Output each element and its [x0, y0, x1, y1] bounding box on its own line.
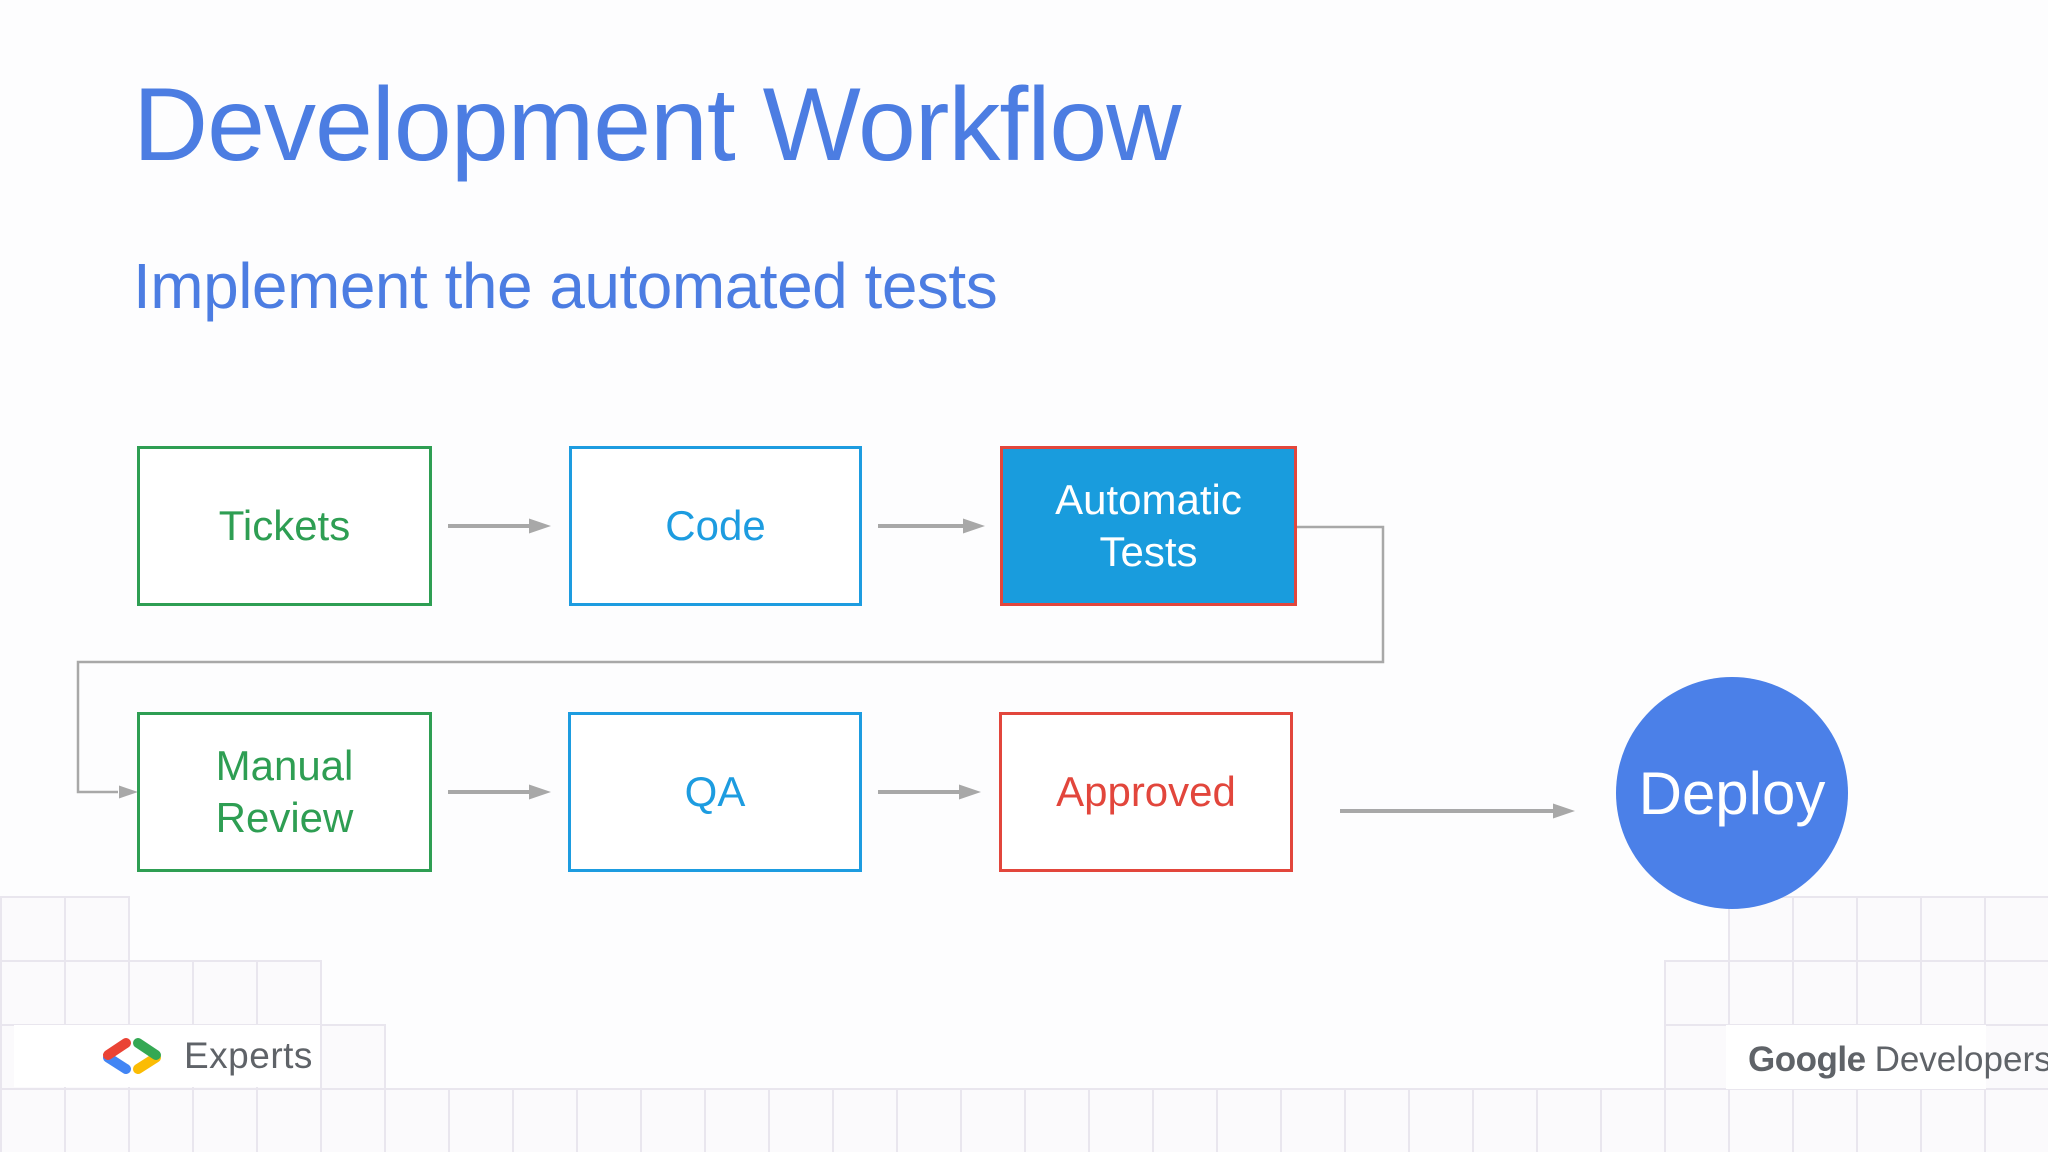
flow-node-code: Code	[569, 446, 862, 606]
node-label: Code	[665, 501, 766, 549]
node-label: Deploy	[1638, 759, 1826, 827]
page-title: Development Workflow	[133, 67, 1181, 183]
page-subtitle: Implement the automated tests	[133, 250, 998, 322]
gde-chevrons-icon	[103, 1038, 161, 1074]
node-label: Automatic Tests	[1055, 475, 1242, 576]
flow-node-qa: QA	[568, 712, 862, 872]
footer-strip-right	[1726, 1025, 1986, 1089]
node-label: Tickets	[218, 501, 351, 549]
grid-pattern-bottom-band	[0, 1088, 2048, 1152]
flow-node-automatic-tests: Automatic Tests	[1000, 446, 1297, 606]
brand-google: Google	[1748, 1040, 1866, 1079]
flow-node-manual-review: Manual Review	[137, 712, 432, 872]
flow-node-deploy: Deploy	[1616, 677, 1848, 909]
flow-node-approved: Approved	[999, 712, 1293, 872]
node-label: Manual Review	[215, 741, 354, 842]
experts-logo: Experts	[98, 1034, 313, 1078]
brand-developers: Developers	[1874, 1040, 2048, 1079]
experts-label: Experts	[184, 1035, 313, 1076]
node-label: QA	[684, 767, 746, 815]
node-label: Approved	[1056, 767, 1236, 815]
footer-strip-left	[14, 1025, 320, 1087]
flow-node-tickets: Tickets	[137, 446, 432, 606]
